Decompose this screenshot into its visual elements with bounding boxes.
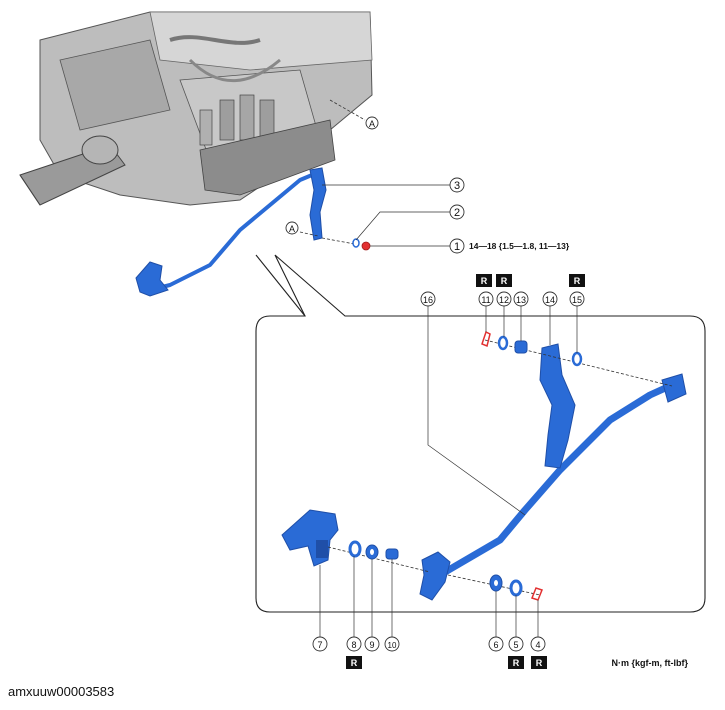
callout-2: 2 [454, 207, 460, 219]
ref-a-circle-linkage [285, 221, 299, 235]
detail-frame [255, 254, 706, 613]
svg-text:R: R [351, 658, 358, 668]
shift-linkage-detail [281, 330, 687, 601]
reuse-badge-5 [508, 656, 524, 669]
callout-10: 10 [388, 641, 397, 650]
reuse-badge-8 [346, 656, 362, 669]
torque-spec: 14—18 {1.5—1.8, 11—13} [469, 241, 570, 251]
ref-a-circle-top [365, 116, 379, 130]
ref-a-label-linkage: A [289, 224, 295, 234]
reuse-badge-12 [496, 274, 512, 287]
ref-a-label-top: A [369, 119, 375, 129]
callout-6: 6 [493, 640, 498, 650]
callout-11: 11 [481, 295, 490, 305]
shift-linkage-small [135, 167, 371, 297]
callout-8: 8 [351, 640, 356, 650]
callout-13: 13 [516, 295, 526, 305]
reuse-badge-4 [531, 656, 547, 669]
transmission-linkage-diagram: A A 3 2 1 14—18 {1.5—1.8, 11—13} [19, 10, 706, 669]
svg-text:R: R [481, 276, 488, 286]
callout-9: 9 [369, 640, 374, 650]
image-id-caption: amxuuw00003583 [8, 684, 115, 699]
callout-16: 16 [423, 295, 433, 305]
svg-text:R: R [536, 658, 543, 668]
callout-15: 15 [572, 295, 582, 305]
callout-4: 4 [535, 640, 540, 650]
callout-5: 5 [513, 640, 518, 650]
svg-text:R: R [574, 276, 581, 286]
callout-3: 3 [454, 180, 460, 192]
callout-1: 1 [454, 241, 460, 253]
svg-text:R: R [501, 276, 508, 286]
callout-12: 12 [499, 295, 509, 305]
reuse-badge-11 [476, 274, 492, 287]
callout-7: 7 [317, 640, 322, 650]
callout-14: 14 [545, 295, 555, 305]
reuse-badge-15 [569, 274, 585, 287]
units-note: N·m {kgf-m, ft-lbf} [612, 658, 689, 668]
svg-text:R: R [513, 658, 520, 668]
transmission-illustration [19, 10, 375, 206]
